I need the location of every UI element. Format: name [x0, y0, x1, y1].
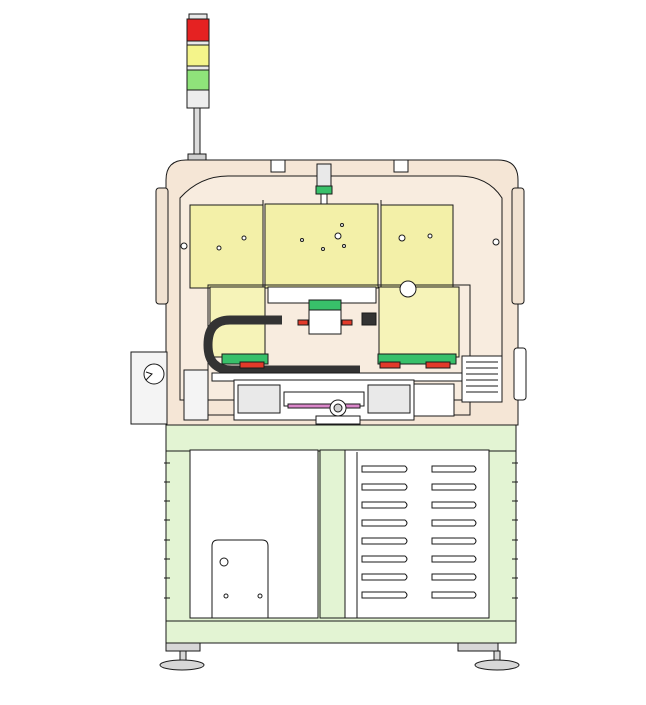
hood-assembly	[155, 159, 527, 426]
nest-right	[377, 353, 457, 365]
cabinet-bottom-rail	[165, 620, 517, 644]
stage-motor-mount	[315, 415, 361, 425]
leveling-foot-icon	[457, 642, 520, 671]
cable-chain	[203, 315, 360, 375]
gripper-red-right	[341, 319, 353, 326]
door-divider	[319, 449, 347, 619]
gripper-green-block	[308, 299, 342, 311]
foot-right-block	[457, 642, 499, 652]
gripper-body	[308, 309, 342, 335]
foot-right-pad	[474, 659, 520, 671]
tower-yellow-lamp	[186, 44, 210, 67]
tower-ring-1	[186, 40, 210, 46]
right-door	[344, 449, 490, 619]
door-lock-icon	[211, 539, 269, 619]
hood-notch-left	[270, 159, 286, 173]
tower-mount	[187, 153, 207, 161]
linear-stage-block-right	[367, 384, 411, 414]
tower-ring-2	[186, 65, 210, 71]
hood-notch-right	[393, 159, 409, 173]
tower-cap	[188, 13, 208, 20]
vent-louver-icon	[461, 355, 503, 403]
tower-base	[186, 89, 210, 109]
right-rear-panel	[413, 383, 455, 417]
top-actuator-green	[315, 185, 333, 195]
gripper-red-left	[297, 319, 309, 326]
linear-stage-block-left	[237, 384, 281, 414]
foot-left-pad	[159, 659, 205, 671]
nest-red-1	[239, 361, 265, 369]
upper-plate-right	[380, 204, 454, 289]
upper-plate-center	[264, 203, 379, 289]
hood-screw-right	[492, 238, 500, 246]
fan-icon	[143, 363, 165, 385]
right-side-handle	[511, 187, 525, 305]
tower-green-lamp	[186, 69, 210, 91]
left-rear-panel	[183, 369, 209, 421]
fixture-hole	[399, 280, 417, 298]
nest-red-3	[425, 361, 451, 369]
stage-pink-strip	[287, 403, 361, 409]
lower-plate-right	[378, 286, 460, 358]
cabinet-top-rail	[165, 424, 517, 452]
nest-red-2	[379, 361, 401, 369]
cable-chain-end	[361, 312, 377, 326]
cabinet-base	[164, 424, 518, 644]
side-junction-box	[130, 351, 168, 425]
foot-left-block	[165, 642, 201, 652]
tower-red-lamp	[186, 18, 210, 42]
signal-tower-icon	[186, 13, 210, 161]
hood-screw-left	[180, 242, 188, 250]
vent-louver-icon	[361, 465, 477, 599]
left-side-handle	[155, 187, 169, 305]
leveling-foot-icon	[159, 642, 205, 671]
foot-left-stem	[179, 650, 187, 662]
right-connector	[513, 347, 527, 401]
upper-plate-left	[189, 204, 264, 289]
tower-pole	[193, 107, 201, 157]
